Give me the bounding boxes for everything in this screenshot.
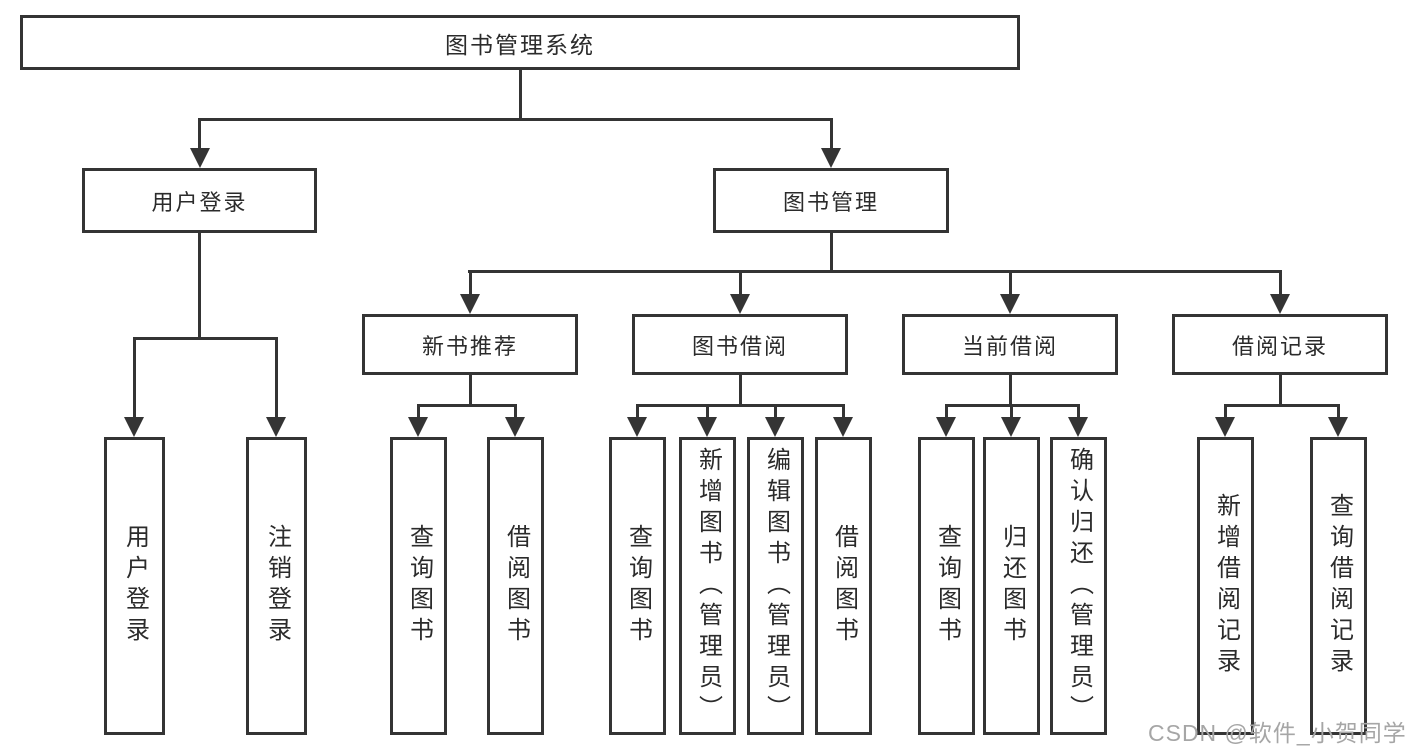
arrowhead-icon xyxy=(1215,417,1235,437)
node-user-login-label: 用户登录 xyxy=(151,189,248,215)
connector-records-stub xyxy=(1279,375,1282,406)
connector-user-login-rail xyxy=(133,337,278,340)
leaf-query-books-3: 查询图书 xyxy=(918,437,975,735)
arrowhead-icon xyxy=(833,417,853,437)
connector-current-stub xyxy=(1009,375,1012,406)
leaf-user-login-label: 用户登录 xyxy=(121,524,149,648)
connector-drop xyxy=(1224,404,1227,419)
leaf-borrow-books-1-label: 借阅图书 xyxy=(502,524,530,648)
arrowhead-icon xyxy=(765,417,785,437)
connector-drop-new-book xyxy=(469,270,472,296)
leaf-add-books-admin-label: 新增图书（管理员） xyxy=(694,446,722,726)
leaf-add-borrow-record: 新增借阅记录 xyxy=(1197,437,1254,735)
leaf-logout-label: 注销登录 xyxy=(263,524,291,648)
connector-drop-current xyxy=(1009,270,1012,296)
arrowhead-icon xyxy=(1328,417,1348,437)
arrowhead-book-mgmt-icon xyxy=(821,148,841,168)
arrowhead-borrowing-icon xyxy=(730,294,750,314)
connector-user-login-stub xyxy=(198,233,201,337)
connector-drop xyxy=(417,404,420,419)
leaf-borrow-books-2-label: 借阅图书 xyxy=(830,524,858,648)
leaf-query-books-2-label: 查询图书 xyxy=(624,524,652,648)
arrowhead-leaf-login-icon xyxy=(124,417,144,437)
connector-drop xyxy=(636,404,639,419)
csdn-watermark: CSDN @软件_小贺同学 xyxy=(1148,720,1405,746)
node-records: 借阅记录 xyxy=(1172,314,1388,375)
connector-new-book-stub xyxy=(469,375,472,406)
arrowhead-icon xyxy=(505,417,525,437)
connector-book-mgmt-stub xyxy=(830,233,833,272)
arrowhead-user-login-icon xyxy=(190,148,210,168)
node-records-label: 借阅记录 xyxy=(1231,333,1328,359)
connector-drop xyxy=(706,404,709,419)
leaf-query-borrow-record: 查询借阅记录 xyxy=(1310,437,1367,735)
leaf-user-login: 用户登录 xyxy=(104,437,165,735)
leaf-borrow-books-1: 借阅图书 xyxy=(487,437,544,735)
node-current: 当前借阅 xyxy=(902,314,1118,375)
connector-drop xyxy=(514,404,517,419)
connector-drop xyxy=(1077,404,1080,419)
leaf-return-books-label: 归还图书 xyxy=(998,524,1026,648)
arrowhead-current-icon xyxy=(1000,294,1020,314)
connector-level3-rail xyxy=(468,270,1282,273)
connector-new-book-rail xyxy=(417,404,517,407)
leaf-edit-books-admin-label: 编辑图书（管理员） xyxy=(762,446,790,726)
node-user-login: 用户登录 xyxy=(82,168,317,233)
connector-root-stub xyxy=(519,70,522,118)
leaf-borrow-books-2: 借阅图书 xyxy=(815,437,872,735)
leaf-query-books-1-label: 查询图书 xyxy=(405,524,433,648)
arrowhead-icon xyxy=(1068,417,1088,437)
connector-records-rail xyxy=(1224,404,1340,407)
leaf-return-books: 归还图书 xyxy=(983,437,1040,735)
arrowhead-icon xyxy=(627,417,647,437)
leaf-query-books-3-label: 查询图书 xyxy=(933,524,961,648)
leaf-add-books-admin: 新增图书（管理员） xyxy=(679,437,736,735)
node-root-label: 图书管理系统 xyxy=(445,31,595,58)
connector-borrowing-stub xyxy=(739,375,742,406)
arrowhead-icon xyxy=(408,417,428,437)
leaf-logout: 注销登录 xyxy=(246,437,307,735)
arrowhead-icon xyxy=(1001,417,1021,437)
node-borrowing-label: 图书借阅 xyxy=(691,333,788,359)
connector-drop-leaf-login xyxy=(133,337,136,419)
connector-drop-borrowing xyxy=(739,270,742,296)
node-borrowing: 图书借阅 xyxy=(632,314,848,375)
connector-drop-user-login xyxy=(198,118,201,150)
leaf-query-borrow-record-label: 查询借阅记录 xyxy=(1325,493,1353,679)
connector-drop-leaf-logout xyxy=(275,337,278,419)
connector-drop xyxy=(774,404,777,419)
arrowhead-records-icon xyxy=(1270,294,1290,314)
arrowhead-icon xyxy=(936,417,956,437)
connector-drop xyxy=(1010,404,1013,419)
node-new-book-label: 新书推荐 xyxy=(421,333,518,359)
connector-drop-book-mgmt xyxy=(830,118,833,150)
connector-drop xyxy=(842,404,845,419)
leaf-edit-books-admin: 编辑图书（管理员） xyxy=(747,437,804,735)
leaf-query-books-1: 查询图书 xyxy=(390,437,447,735)
leaf-query-books-2: 查询图书 xyxy=(609,437,666,735)
connector-level1-rail xyxy=(198,118,833,121)
arrowhead-new-book-icon xyxy=(460,294,480,314)
arrowhead-leaf-logout-icon xyxy=(266,417,286,437)
connector-drop xyxy=(945,404,948,419)
leaf-confirm-return-admin: 确认归还（管理员） xyxy=(1050,437,1107,735)
arrowhead-icon xyxy=(697,417,717,437)
node-root: 图书管理系统 xyxy=(20,15,1020,70)
connector-borrowing-rail xyxy=(636,404,845,407)
connector-drop-records xyxy=(1279,270,1282,296)
connector-drop xyxy=(1337,404,1340,419)
node-current-label: 当前借阅 xyxy=(961,333,1058,359)
node-book-mgmt-label: 图书管理 xyxy=(782,189,879,215)
leaf-confirm-return-admin-label: 确认归还（管理员） xyxy=(1065,446,1093,726)
node-new-book: 新书推荐 xyxy=(362,314,578,375)
leaf-add-borrow-record-label: 新增借阅记录 xyxy=(1212,493,1240,679)
node-book-mgmt: 图书管理 xyxy=(713,168,949,233)
